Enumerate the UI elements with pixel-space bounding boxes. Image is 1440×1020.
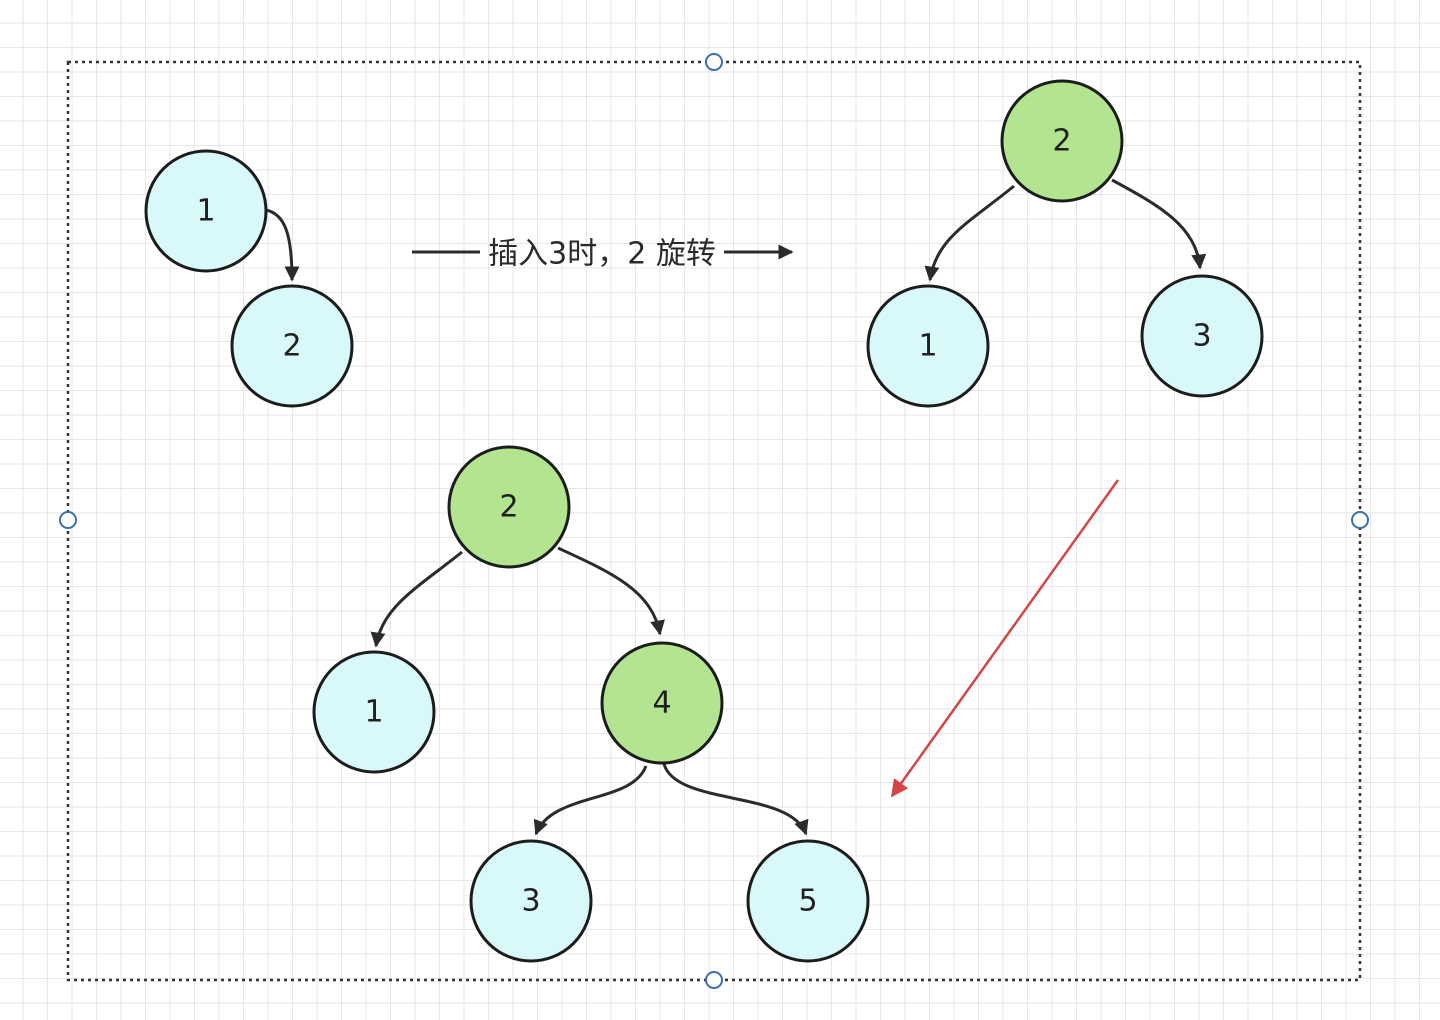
edge-4-to-5-step3[interactable] (662, 763, 809, 836)
transition-label[interactable]: 插入3时，2 旋转 (488, 237, 716, 272)
node-label: 5 (798, 884, 817, 919)
node-step3-5[interactable]: 5 (746, 839, 870, 963)
resize-handle-top[interactable] (705, 53, 723, 71)
resize-handle-left[interactable] (59, 511, 77, 529)
edge-4-to-3-step3[interactable] (533, 765, 648, 836)
node-circle (469, 839, 593, 963)
node-label: 3 (1192, 319, 1211, 354)
edge-2-to-1[interactable] (924, 184, 1015, 282)
node-label: 3 (521, 884, 540, 919)
node-label: 1 (364, 695, 383, 730)
node-step3-4[interactable]: 4 (600, 641, 724, 765)
node-step1-1[interactable]: 1 (144, 149, 268, 273)
next-step-arrow[interactable] (890, 479, 1120, 798)
node-circle (1000, 79, 1124, 203)
node-circle (144, 149, 268, 273)
edge-1-to-2[interactable] (265, 208, 300, 282)
node-circle (600, 641, 724, 765)
node-circle (1140, 274, 1264, 398)
node-circle (312, 650, 436, 774)
node-step3-3[interactable]: 3 (469, 839, 593, 963)
node-circle (230, 284, 354, 408)
node-label: 1 (196, 194, 215, 229)
resize-handle-right[interactable] (1351, 511, 1369, 529)
node-label: 2 (499, 490, 518, 525)
node-step3-1[interactable]: 1 (312, 650, 436, 774)
node-step2-3[interactable]: 3 (1140, 274, 1264, 398)
node-step2-root-2[interactable]: 2 (1000, 79, 1124, 203)
edge-2-to-4-step3[interactable] (557, 546, 665, 636)
node-label: 2 (1052, 124, 1071, 159)
edge-2-to-3[interactable] (1111, 178, 1207, 270)
edge-2-to-1-step3[interactable] (370, 550, 463, 648)
node-step3-root-2[interactable]: 2 (447, 445, 571, 569)
node-label: 2 (282, 329, 301, 364)
node-step1-2[interactable]: 2 (230, 284, 354, 408)
node-circle (447, 445, 571, 569)
node-label: 1 (918, 329, 937, 364)
node-step2-1[interactable]: 1 (866, 284, 990, 408)
node-circle (866, 284, 990, 408)
node-circle (746, 839, 870, 963)
resize-handle-bottom[interactable] (705, 971, 723, 989)
node-label: 4 (652, 686, 671, 721)
